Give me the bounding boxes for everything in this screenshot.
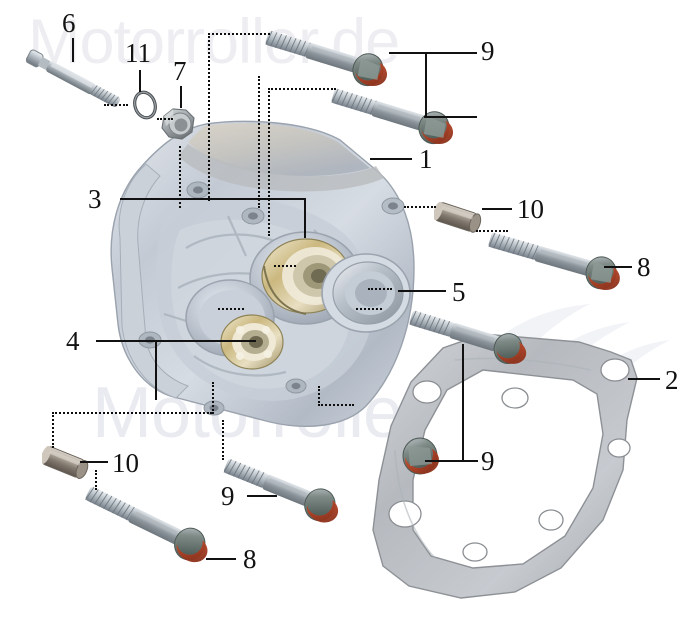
dotted-leader-bolt1-h <box>208 33 270 35</box>
callout-label-8a: 8 <box>637 252 651 282</box>
dotted-leader-bolt2-v <box>268 88 270 236</box>
leader-10-bottom <box>80 461 108 464</box>
dotted-leader-pin-right <box>404 206 436 208</box>
washer-ring[interactable] <box>128 88 162 122</box>
dotted-leader-bolt1-v <box>208 33 210 201</box>
dotted-leader-seal-a <box>368 288 392 290</box>
callout-label-2: 2 <box>665 365 679 395</box>
callout-label-9b: 9 <box>481 446 495 476</box>
bolt-bosses <box>138 181 405 416</box>
leader-4 <box>96 340 256 343</box>
callout-label-9c: 9 <box>221 481 235 511</box>
dotted-leader-small-bearing <box>218 308 244 310</box>
dotted-leader-7-case <box>179 146 181 208</box>
leader-9-top-arm1 <box>389 52 477 55</box>
callout-label-10b: 10 <box>112 448 139 478</box>
dotted-leader-6-11 <box>104 104 128 106</box>
flange-bolt-top-1[interactable] <box>264 22 414 87</box>
callout-label-1: 1 <box>419 144 433 174</box>
flange-bolt-mid[interactable] <box>408 302 558 364</box>
dotted-leader-boss3 <box>258 76 260 208</box>
leader-6 <box>72 38 75 62</box>
dotted-leader-bolt9-right-v <box>318 386 320 406</box>
dotted-leader-seal-b <box>356 308 382 310</box>
leader-5 <box>398 290 446 293</box>
dotted-leader-11-7 <box>157 118 173 120</box>
callout-label-5: 5 <box>452 277 466 307</box>
leader-7 <box>180 86 183 108</box>
leader-9-gasket-arm-l <box>425 460 463 463</box>
leader-11 <box>139 70 142 92</box>
dotted-leader-pin10-up <box>212 382 214 414</box>
dotted-leader-bolt2-h <box>268 88 336 90</box>
long-flange-bolt-right[interactable] <box>487 222 647 291</box>
leader-9-gasket-arm-r <box>462 460 478 463</box>
flange-bolt-gasket[interactable] <box>392 434 452 484</box>
nut-fitting[interactable] <box>156 104 202 146</box>
callout-label-8b: 8 <box>243 544 257 574</box>
dotted-leader-bolt8-right <box>476 230 508 232</box>
flange-bolt-top-2[interactable] <box>330 80 480 145</box>
leader-9-top-arm2 <box>424 116 477 119</box>
leader-3-drop <box>304 198 307 238</box>
dotted-leader-pin10-v <box>52 412 54 448</box>
leader-8-bottom <box>206 558 236 561</box>
gasket[interactable] <box>365 330 685 605</box>
flange-bolt-bottom[interactable] <box>223 452 374 523</box>
dotted-leader-large-bearing <box>274 265 296 267</box>
dotted-leader-bolt9-bottom <box>222 420 224 460</box>
dotted-leader-pin10-h <box>52 412 212 414</box>
callout-label-11: 11 <box>125 38 151 68</box>
oil-seal-recess <box>321 253 411 333</box>
callout-label-4: 4 <box>66 326 80 356</box>
leader-1 <box>370 158 412 161</box>
long-flange-bolt-bottom[interactable] <box>85 480 246 563</box>
callout-label-6: 6 <box>62 8 76 38</box>
crankcase-cover[interactable] <box>108 118 438 428</box>
leader-8-right <box>604 266 632 269</box>
dowel-pin-bottom[interactable] <box>40 440 102 484</box>
leader-3 <box>120 198 306 201</box>
callout-label-7: 7 <box>173 56 187 86</box>
leader-4-drop <box>155 340 158 400</box>
leader-9-gasket-spine <box>462 344 465 460</box>
leader-9-top-spine <box>425 52 428 116</box>
callout-label-9a: 9 <box>481 36 495 66</box>
leader-9-bottom <box>247 495 277 498</box>
stud-bolt[interactable] <box>25 48 146 118</box>
dotted-leader-bolt9-right <box>318 404 354 406</box>
dowel-pin-right[interactable] <box>433 196 494 236</box>
dotted-leader-pin10-bolt8 <box>95 470 97 490</box>
callout-label-3: 3 <box>88 184 102 214</box>
leader-10-right <box>482 208 512 211</box>
leader-2 <box>628 378 660 381</box>
callout-label-10a: 10 <box>517 194 544 224</box>
